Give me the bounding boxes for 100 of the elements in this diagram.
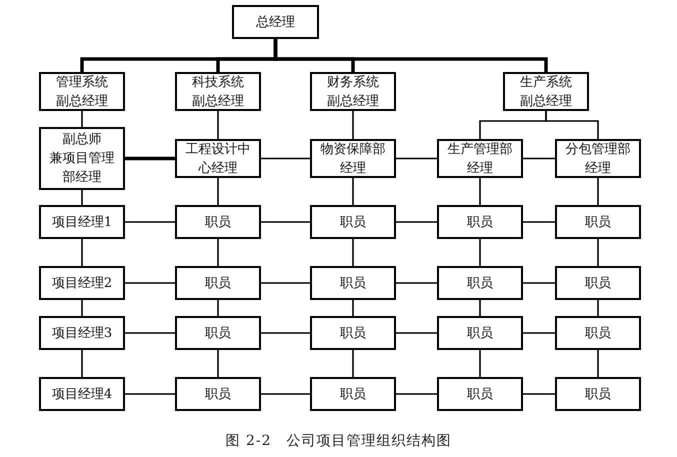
connector-line [125,156,175,160]
connector-line [81,350,83,377]
position-box [437,377,523,411]
position-title: 副总师兼项目管理部经理 [50,131,114,187]
position-title: 职员 [467,274,493,292]
position-title: 职员 [467,386,493,404]
connector-line [125,332,175,334]
connector-line [217,178,219,205]
position-box [39,266,125,300]
connector-line [396,158,437,160]
position-title: 职员 [205,324,231,342]
position-box [310,205,396,239]
position-title: 分包管理部经理 [566,140,630,178]
connector-line [396,393,437,395]
position-title: 职员 [467,324,493,342]
connector-line [125,282,175,284]
position-title: 物资保障部经理 [320,140,386,178]
position-box [175,139,261,178]
connector-line [597,300,599,316]
position-box [175,205,261,239]
position-box [437,205,523,239]
connector-line [352,239,354,266]
connector-line [217,111,219,139]
position-title: 职员 [205,386,231,404]
connector-line [217,350,219,377]
connector-line [352,178,354,205]
position-box [555,316,641,350]
position-title: 职员 [585,274,611,292]
position-title: 职员 [340,274,366,292]
connector-line [261,158,310,160]
position-box [555,205,641,239]
position-box [310,316,396,350]
connector-line [352,111,354,139]
position-title: 项目经理1 [52,214,112,232]
position-box [175,266,261,300]
connector-line [125,393,175,395]
connector-line [523,393,555,395]
position-box [310,266,396,300]
position-title: 职员 [467,214,493,232]
connector-line [479,178,481,205]
connector-line [352,350,354,377]
connector-line [396,282,437,284]
connector-line [545,111,599,139]
position-title: 管理系统副总经理 [56,74,108,110]
connector-line [479,239,481,266]
position-title: 财务系统副总经理 [327,74,379,110]
position-box [232,5,319,39]
connector-line [261,282,310,284]
connector-line [217,239,219,266]
connector-line [523,332,555,334]
position-title: 项目经理4 [52,386,112,404]
position-box [39,72,125,111]
position-title: 职员 [205,214,231,232]
position-title: 项目经理3 [52,324,112,342]
connector-line [261,393,310,395]
position-box [555,266,641,300]
position-title: 职员 [205,274,231,292]
connector-line [597,239,599,266]
connector-line [523,221,555,223]
connector-line [523,282,555,284]
connector-line [261,221,310,223]
position-box [39,377,125,411]
position-title: 工程设计中心经理 [186,140,250,178]
position-title: 职员 [340,386,366,404]
connector-line [81,111,83,127]
position-box [503,72,589,111]
position-title: 生产系统副总经理 [520,74,572,110]
connector-line [81,300,83,316]
connector-line [396,221,437,223]
position-box [39,205,125,239]
position-box [437,139,523,178]
position-box [175,72,261,111]
connector-line [81,239,83,266]
position-box [310,377,396,411]
connector-line [597,178,599,205]
position-title: 职员 [585,214,611,232]
position-title: 职员 [585,324,611,342]
position-box [310,139,396,178]
connector-line [597,350,599,377]
figure-caption: 图 2-2 公司项目管理组织结构图 [224,432,452,450]
position-box [39,316,125,350]
position-box [39,127,125,190]
position-box [175,316,261,350]
position-title: 职员 [340,324,366,342]
position-box [175,377,261,411]
position-box [555,139,641,178]
connector-line [479,300,481,316]
position-title: 项目经理2 [52,274,112,292]
position-box [437,316,523,350]
position-box [437,266,523,300]
connector-line [81,190,83,205]
position-box [310,72,396,111]
connector-line [479,350,481,377]
position-box [555,377,641,411]
connector-line [396,332,437,334]
connector-line [352,300,354,316]
position-title: 科技系统副总经理 [192,74,244,110]
connector-line [274,39,548,72]
position-title: 总经理 [256,14,295,32]
connector-line [217,300,219,316]
